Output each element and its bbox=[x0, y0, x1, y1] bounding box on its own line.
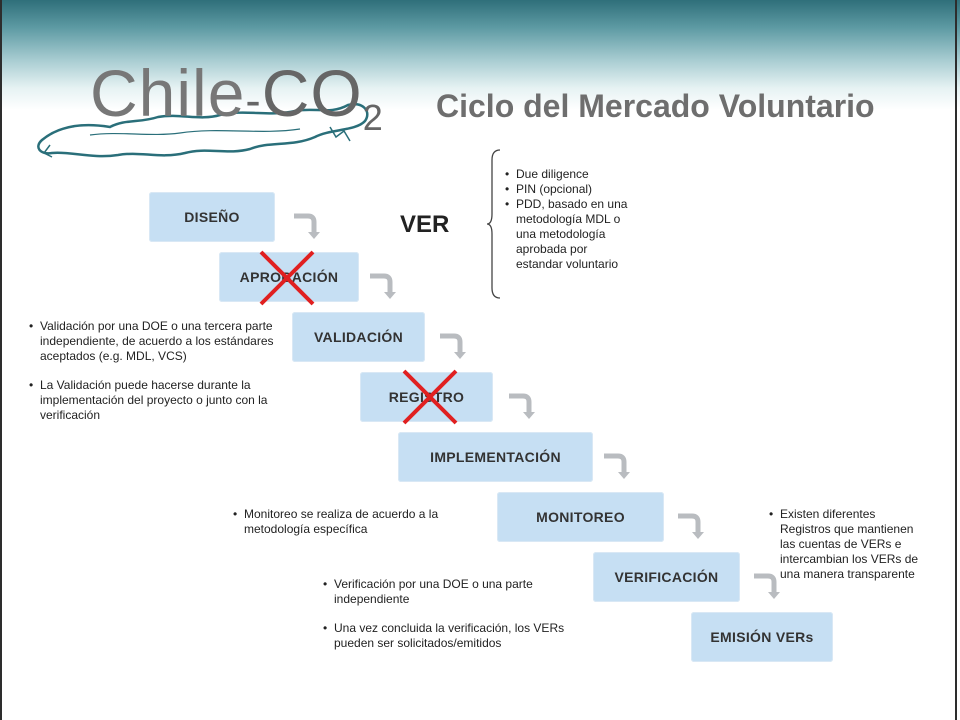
step-emision: EMISIÓN VERs bbox=[691, 612, 833, 662]
curly-brace-icon bbox=[486, 149, 501, 299]
note-validacion: Validación por una DOE o una tercera par… bbox=[29, 319, 301, 423]
right-frame-line bbox=[955, 0, 957, 720]
step-monitoreo: MONITOREO bbox=[497, 492, 664, 542]
cross-aprobacion-icon bbox=[259, 250, 315, 306]
logo-main-text: Chile bbox=[90, 56, 246, 130]
connector-arrow-icon bbox=[604, 453, 630, 479]
connector-arrow-icon bbox=[509, 393, 535, 419]
note-validacion-item: La Validación puede hacerse durante la i… bbox=[29, 378, 301, 423]
step-verificacion: VERIFICACIÓN bbox=[593, 552, 740, 602]
left-frame-line bbox=[0, 0, 2, 720]
page-title: Ciclo del Mercado Voluntario bbox=[436, 88, 875, 124]
connector-arrow-icon bbox=[370, 273, 396, 299]
note-monitoreo: Monitoreo se realiza de acuerdo a la met… bbox=[233, 507, 473, 537]
note-verificacion-item: Verificación por una DOE o una parte ind… bbox=[323, 577, 568, 607]
note-validacion-item: Validación por una DOE o una tercera par… bbox=[29, 319, 301, 364]
header-band bbox=[0, 0, 960, 110]
logo-wordmark: Chile-CO2 bbox=[90, 56, 384, 139]
connector-arrow-icon bbox=[294, 213, 320, 239]
note-ver-item: Due diligence bbox=[505, 167, 635, 182]
step-implementacion: IMPLEMENTACIÓN bbox=[398, 432, 593, 482]
step-diseno: DISEÑO bbox=[149, 192, 275, 242]
note-verificacion: Verificación por una DOE o una parte ind… bbox=[323, 577, 568, 651]
connector-arrow-icon bbox=[678, 513, 704, 539]
note-monitoreo-item: Monitoreo se realiza de acuerdo a la met… bbox=[233, 507, 473, 537]
note-registros: Existen diferentes Registros que mantien… bbox=[769, 507, 929, 582]
note-ver: Due diligence PIN (opcional) PDD, basado… bbox=[505, 167, 635, 272]
note-registros-item: Existen diferentes Registros que mantien… bbox=[769, 507, 929, 582]
logo-subscript-text: 2 bbox=[362, 97, 384, 139]
step-registro: REGISTRO bbox=[360, 372, 493, 422]
logo-suffix-text: CO bbox=[261, 56, 363, 130]
step-validacion: VALIDACIÓN bbox=[292, 312, 425, 362]
connector-arrow-icon bbox=[440, 333, 466, 359]
note-verificacion-item: Una vez concluida la verificación, los V… bbox=[323, 621, 568, 651]
note-ver-item: PIN (opcional) bbox=[505, 182, 635, 197]
chile-co2-logo: Chile-CO2 bbox=[30, 45, 390, 175]
cross-registro-icon bbox=[402, 369, 458, 425]
note-ver-item: PDD, basado en una metodología MDL o una… bbox=[505, 197, 635, 272]
ver-label: VER bbox=[400, 211, 450, 238]
chile-map-icon bbox=[37, 102, 369, 158]
